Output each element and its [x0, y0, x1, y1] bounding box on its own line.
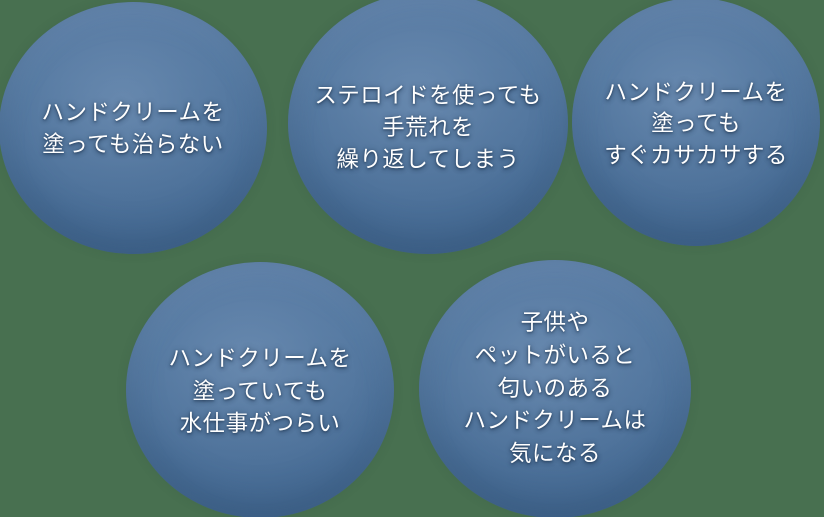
concern-bubble-steroid-recurring: ステロイドを使っても 手荒れを 繰り返してしまう — [288, 0, 568, 254]
bubble-text-2: ステロイドを使っても 手荒れを 繰り返してしまう — [314, 83, 542, 172]
concern-bubble-scent-with-kids-pets: 子供や ペットがいると 匂いのある ハンドクリームは 気になる — [419, 260, 691, 517]
bubble-text-5: 子供や ペットがいると 匂いのある ハンドクリームは 気になる — [463, 309, 647, 467]
concern-bubble-hand-cream-not-healing: ハンドクリームを 塗っても治らない — [0, 2, 267, 254]
concern-bubble-water-work-painful: ハンドクリームを 塗っていても 水仕事がつらい — [126, 262, 394, 517]
bubble-text-4: ハンドクリームを 塗っていても 水仕事がつらい — [168, 346, 352, 437]
concern-bubble-dry-again-quickly: ハンドクリームを 塗っても すぐカサカサする — [572, 0, 820, 246]
bubble-text-1: ハンドクリームを 塗っても治らない — [41, 100, 225, 157]
bubble-text-3: ハンドクリームを 塗っても すぐカサカサする — [604, 79, 788, 168]
